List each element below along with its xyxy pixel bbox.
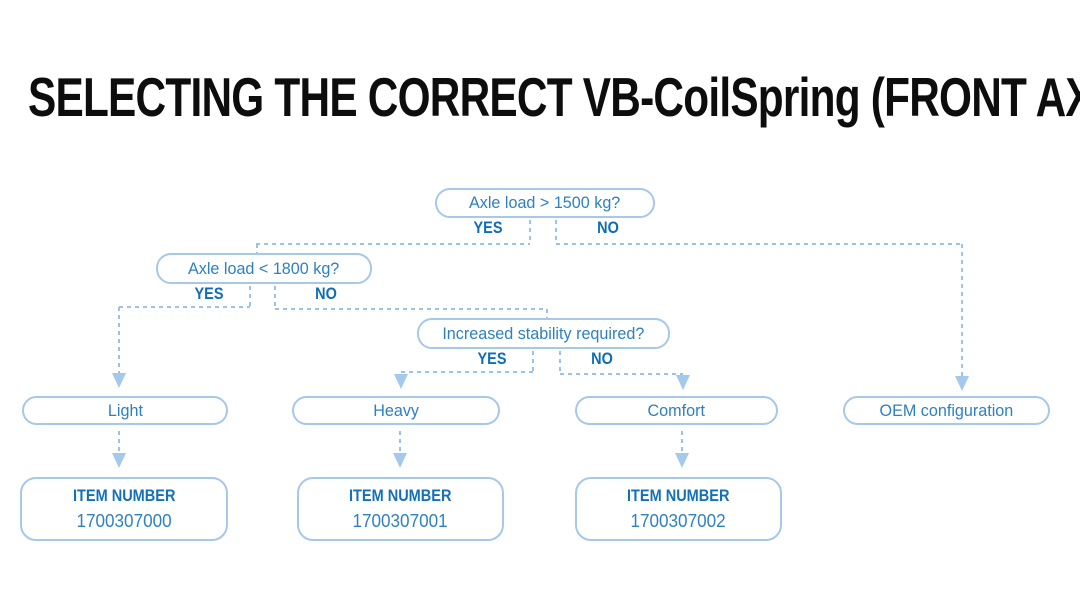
- decision-2-yes-label: YES: [194, 284, 224, 303]
- connector-d2-no-horizontal: [275, 308, 547, 310]
- connector-d3-yes-stub: [532, 351, 534, 371]
- connector-d1-no-drop: [961, 244, 963, 376]
- item-number-box-light: ITEM NUMBER 1700307000: [20, 477, 228, 541]
- decision-axle-load-1500-label: Axle load > 1500 kg?: [469, 193, 621, 212]
- item-number-box-comfort: ITEM NUMBER 1700307002: [575, 477, 782, 541]
- decision-2-no-label: NO: [315, 284, 337, 303]
- connector-d3-yes-horizontal: [401, 371, 533, 373]
- arrow-down-icon-item-3: [675, 453, 689, 468]
- connector-d2-yes-horizontal: [119, 306, 250, 308]
- item-number-value-1: 1700307000: [76, 510, 172, 531]
- outcome-heavy: Heavy: [292, 396, 500, 425]
- item-number-heading-3: ITEM NUMBER: [627, 486, 730, 505]
- item-number-heading-2: ITEM NUMBER: [349, 486, 452, 505]
- connector-d2-no-drop: [546, 309, 548, 319]
- arrow-down-icon-oem: [955, 376, 969, 391]
- item-number-heading-1: ITEM NUMBER: [72, 486, 176, 505]
- connector-d2-yes-drop: [118, 307, 120, 373]
- page-title: SELECTING THE CORRECT VB-CoilSpring (FRO…: [28, 66, 1080, 128]
- outcome-oem-configuration-label: OEM configuration: [879, 400, 1014, 420]
- connector-d1-no-stub: [555, 220, 557, 244]
- outcome-light: Light: [22, 396, 228, 425]
- outcome-light-label: Light: [107, 400, 143, 420]
- decision-increased-stability: Increased stability required?: [417, 318, 670, 349]
- connector-d1-yes-horizontal: [256, 243, 530, 245]
- item-number-value-2: 1700307001: [352, 510, 449, 531]
- decision-3-no-label: NO: [591, 349, 613, 368]
- decision-axle-load-1800: Axle load < 1800 kg?: [156, 253, 372, 284]
- decision-axle-load-1800-label: Axle load < 1800 kg?: [188, 258, 340, 278]
- arrow-down-icon-item-1: [112, 453, 126, 468]
- decision-axle-load-1500: Axle load > 1500 kg?: [435, 188, 655, 218]
- item-number-box-heavy: ITEM NUMBER 1700307001: [297, 477, 504, 541]
- outcome-comfort: Comfort: [575, 396, 778, 425]
- connector-d3-no-stub: [559, 351, 561, 373]
- arrow-down-icon-comfort: [676, 375, 690, 390]
- item-number-value-3: 1700307002: [630, 510, 727, 531]
- connector-d1-no-horizontal: [556, 243, 962, 245]
- decision-1-yes-label: YES: [473, 218, 503, 237]
- connector-d3-no-horizontal: [560, 373, 683, 375]
- connector-d1-yes-stub: [529, 220, 531, 244]
- connector-comfort-to-item: [681, 431, 683, 453]
- decision-3-yes-label: YES: [477, 349, 507, 368]
- outcome-comfort-label: Comfort: [647, 400, 706, 420]
- decision-increased-stability-label: Increased stability required?: [442, 323, 645, 343]
- arrow-down-icon-item-2: [393, 453, 407, 468]
- arrow-down-icon-light: [112, 373, 126, 388]
- connector-d2-yes-stub: [249, 286, 251, 306]
- decision-1-no-label: NO: [597, 218, 619, 237]
- outcome-heavy-label: Heavy: [373, 400, 419, 420]
- connector-light-to-item: [118, 431, 120, 453]
- arrow-down-icon-heavy: [394, 374, 408, 389]
- connector-d1-yes-drop: [256, 244, 258, 254]
- connector-d2-no-stub: [274, 286, 276, 308]
- outcome-oem-configuration: OEM configuration: [843, 396, 1050, 425]
- connector-heavy-to-item: [399, 431, 401, 453]
